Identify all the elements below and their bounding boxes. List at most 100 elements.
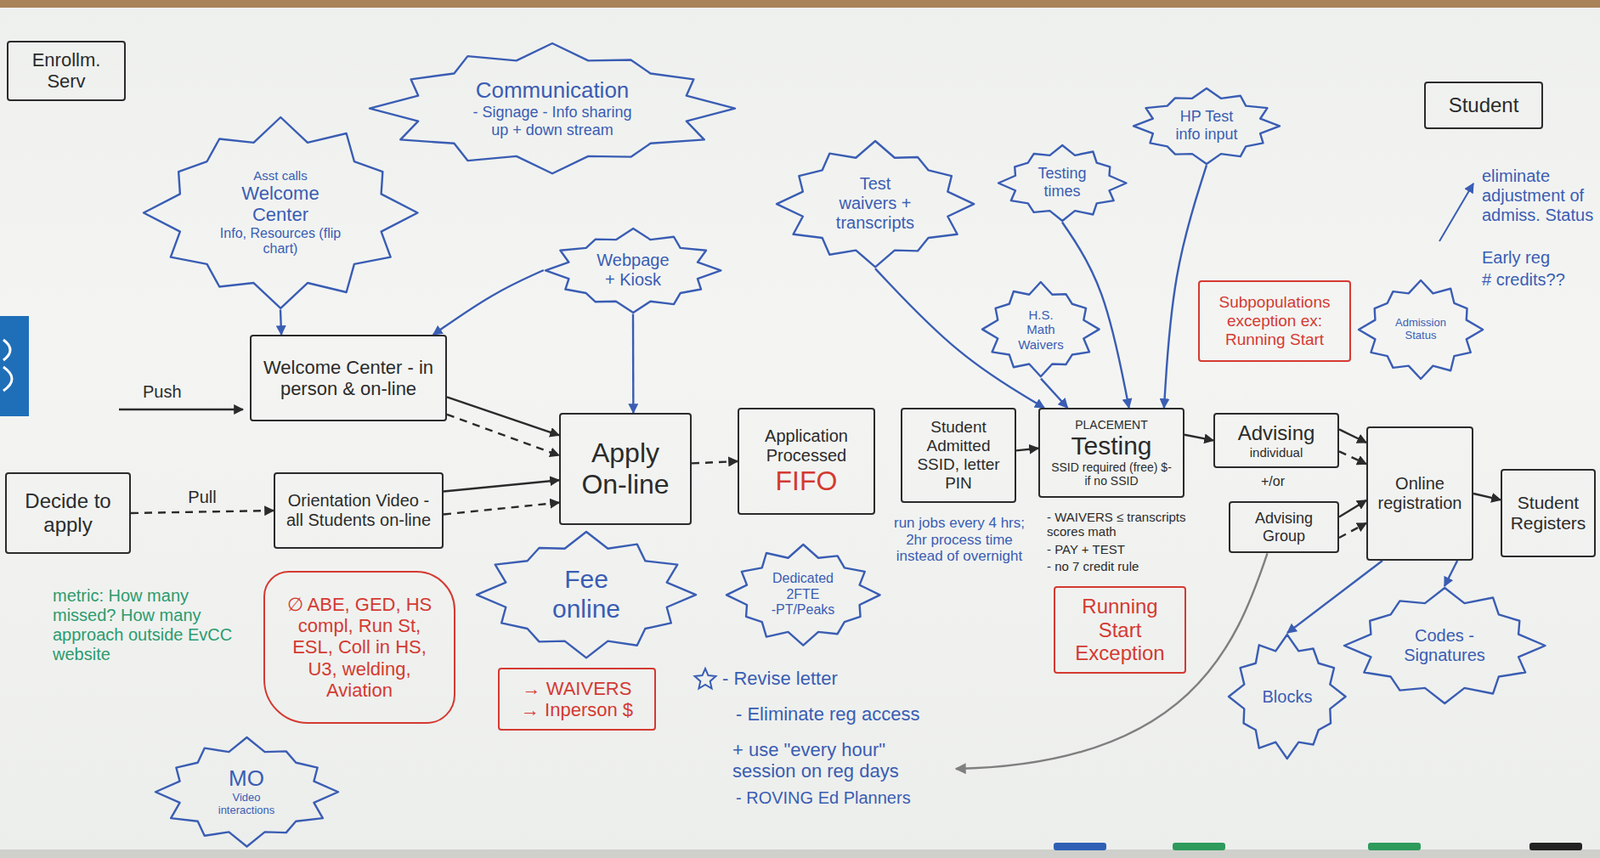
flow-arrow	[691, 461, 738, 464]
node-text: Running Start Exception	[1063, 594, 1176, 666]
burst-path	[1344, 587, 1546, 704]
action-note: - Eliminate reg access	[735, 703, 991, 725]
burst-path	[476, 531, 696, 658]
burst-path	[369, 43, 735, 174]
flow-arrow	[446, 396, 560, 436]
burst-text: Communication- Signage - Info sharing up…	[467, 78, 638, 139]
marker-tray	[0, 849, 1600, 858]
node-text: FIFO	[747, 465, 866, 498]
flow-label: Push	[142, 382, 203, 402]
node-text: Apply On-line	[569, 437, 682, 501]
node-text: Student Admitted SSID, letter PIN	[910, 418, 1007, 492]
flow-arrow	[1339, 451, 1367, 464]
note-burst: HP Test info input	[1131, 86, 1282, 166]
burst-text: Testing times	[1032, 164, 1092, 200]
node-text: Advising	[1223, 421, 1329, 446]
end-box: Student Registers	[1500, 469, 1596, 558]
burst-path	[143, 117, 419, 309]
node-text: Webpage + Kiosk	[592, 250, 674, 290]
node-text: -PT/Peaks	[767, 602, 839, 618]
node-text: - Signage - Info sharing up + down strea…	[467, 103, 638, 139]
action-note: - ROVING Ed Planners	[735, 788, 1008, 809]
node-text: H.S. Math Waivers	[1013, 307, 1069, 352]
burst-path	[155, 737, 339, 847]
flow-arrow	[1287, 560, 1383, 634]
green-marker	[1172, 842, 1226, 851]
burst-text: Test waivers + transcripts	[829, 174, 922, 233]
burst-text: Asst callsWelcome CenterInfo, Resources …	[216, 168, 345, 258]
node-text: Blocks	[1260, 687, 1315, 707]
node-text: Enrollm. Serv	[16, 49, 116, 93]
exception-box: → WAIVERS→ Inperson $	[497, 667, 656, 731]
process-box: Orientation Video - all Students on-line	[273, 472, 444, 549]
note-burst: Test waivers + transcripts	[774, 139, 976, 269]
connector-note: +/or	[1260, 474, 1304, 490]
flow-arrow	[446, 414, 560, 456]
process-box: Student Admitted SSID, letter PIN	[900, 407, 1017, 504]
timing-note: run jobs every 4 hrs; 2hr process time i…	[883, 514, 1035, 566]
node-text: individual	[1223, 445, 1329, 460]
exception-box: ∅ ABE, GED, HS compl, Run St, ESL, Coll …	[263, 571, 456, 724]
board-frame	[0, 0, 1600, 8]
node-text: → WAIVERS	[508, 678, 646, 700]
node-text: MO	[203, 766, 289, 792]
start-box: Decide to apply	[5, 472, 131, 555]
process-box: Advisingindividual	[1213, 412, 1340, 469]
node-text: PLACEMENT	[1048, 418, 1175, 432]
burst-path	[776, 141, 974, 267]
node-text: Fee online	[535, 565, 638, 624]
note-burst: Webpage + Kiosk	[543, 226, 723, 315]
note-burst: Dedicated 2FTE-PT/Peaks	[724, 542, 882, 648]
edge-label: Pull	[185, 487, 219, 508]
flow-arrow	[1339, 523, 1367, 538]
node-text: ∅ ABE, GED, HS compl, Run St, ESL, Coll …	[277, 593, 442, 702]
action-note: + use "every hour" session on reg days	[732, 739, 945, 783]
note-burst: Asst callsWelcome CenterInfo, Resources …	[141, 115, 420, 311]
node-text: Testing times	[1032, 164, 1092, 200]
burst-path	[1358, 280, 1483, 379]
flow-arrow	[1339, 429, 1367, 443]
leader-line	[955, 553, 1268, 769]
process-box: Apply On-line	[559, 412, 692, 526]
blue-marker	[1053, 842, 1107, 851]
node-text: Dedicated 2FTE	[767, 571, 839, 603]
node-text: Communication	[467, 78, 638, 104]
node-text: Video interactions	[203, 791, 289, 818]
exception-box: Running Start Exception	[1053, 586, 1187, 674]
node-text: Orientation Video - all Students on-line	[283, 491, 434, 531]
note-burst: Testing times	[996, 143, 1129, 223]
requirement-note: - WAIVERS ≤ transcripts scores math	[1046, 509, 1222, 540]
flow-arrow	[443, 480, 560, 492]
note-burst: Communication- Signage - Info sharing up…	[367, 41, 737, 176]
node-text: Student Registers	[1507, 492, 1589, 534]
flow-arrow	[1016, 448, 1039, 452]
flow-arrow	[632, 313, 635, 413]
process-box: Advising Group	[1228, 501, 1340, 554]
process-box: Application ProcessedFIFO	[737, 407, 876, 515]
black-marker	[1529, 842, 1583, 851]
node-text: Application Processed	[747, 426, 866, 466]
node-text: Welcome Center	[216, 182, 345, 227]
node-text: Admission Status	[1391, 316, 1450, 343]
note-burst: MOVideo interactions	[153, 735, 340, 849]
flow-arrow	[1184, 435, 1214, 441]
logo-sign	[0, 316, 29, 417]
admission-note: # credits??	[1481, 270, 1596, 290]
node-text: Info, Resources (flip chart)	[216, 226, 345, 258]
burst-text: Fee online	[535, 565, 638, 624]
burst-text: Codes - Signatures	[1397, 626, 1492, 666]
flow-arrow	[130, 510, 274, 514]
flow-arrow	[1040, 378, 1068, 408]
flow-arrow	[1444, 560, 1458, 587]
process-box: Welcome Center - in person & on-line	[249, 334, 447, 422]
burst-path	[726, 544, 881, 646]
process-box: PLACEMENTTestingSSID required (free) $- …	[1038, 407, 1185, 498]
node-text: Testing	[1048, 431, 1175, 462]
node-text: SSID required (free) $- if no SSID	[1048, 460, 1175, 488]
node-text: Welcome Center - in person & on-line	[260, 356, 437, 401]
node-text: Student	[1434, 93, 1533, 118]
process-box: Online registration	[1366, 426, 1474, 561]
node-text: Advising Group	[1238, 509, 1329, 545]
node-text: Subpopulations exception ex: Running Sta…	[1208, 293, 1341, 350]
